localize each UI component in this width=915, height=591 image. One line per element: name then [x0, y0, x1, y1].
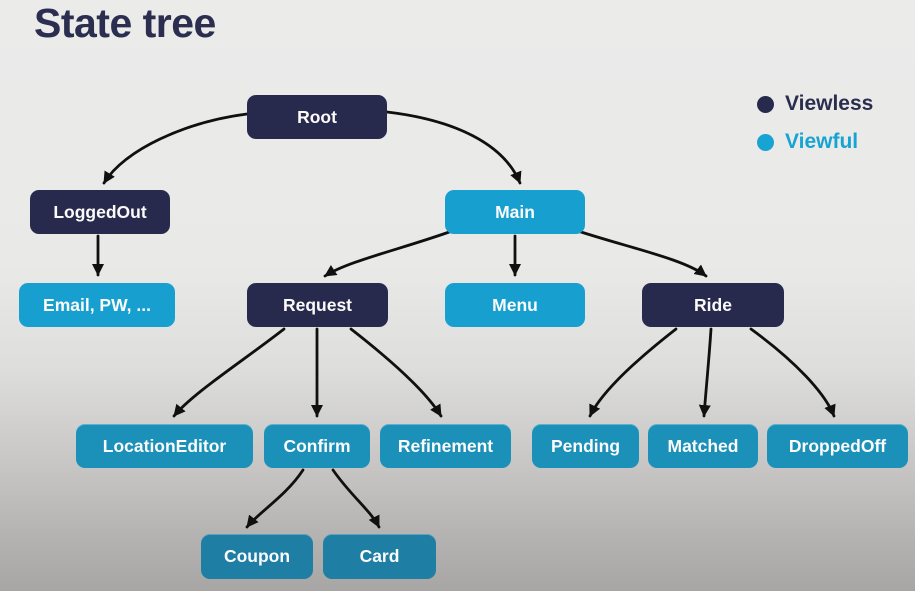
legend-item-viewless: Viewless: [757, 92, 873, 116]
legend-label-viewless: Viewless: [785, 92, 874, 115]
node-droppedoff: DroppedOff: [767, 424, 908, 468]
edge-ride-droppedoff: [749, 327, 836, 418]
viewful-dot-icon: [757, 133, 774, 151]
edge-main-request: [323, 229, 454, 278]
edge-root-main: [385, 110, 522, 185]
node-root: Root: [247, 95, 387, 139]
node-pending: Pending: [532, 424, 639, 468]
node-loggedout: LoggedOut: [30, 190, 170, 234]
legend-label-viewful: Viewful: [785, 130, 859, 153]
edge-main-ride: [576, 229, 708, 278]
node-ride: Ride: [642, 283, 784, 327]
node-main: Main: [445, 190, 585, 234]
edge-confirm-coupon: [245, 468, 305, 529]
node-card: Card: [323, 534, 436, 579]
legend: Viewless Viewful: [757, 92, 873, 154]
node-menu: Menu: [445, 283, 585, 327]
node-matched: Matched: [648, 424, 758, 468]
node-email-pw: Email, PW, ...: [19, 283, 175, 327]
node-refinement: Refinement: [380, 424, 511, 468]
edge-ride-matched: [698, 327, 713, 418]
edge-request-refinement: [349, 327, 443, 418]
legend-item-viewful: Viewful: [757, 130, 873, 154]
viewless-dot-icon: [757, 95, 774, 113]
edge-request-locationeditor: [172, 327, 286, 418]
page-title: State tree: [34, 0, 216, 46]
node-coupon: Coupon: [201, 534, 313, 579]
node-confirm: Confirm: [264, 424, 370, 468]
edge-root-loggedout: [102, 112, 249, 185]
edge-confirm-card: [331, 468, 381, 529]
node-locationeditor: LocationEditor: [76, 424, 253, 468]
node-request: Request: [247, 283, 388, 327]
edge-ride-pending: [588, 327, 678, 418]
